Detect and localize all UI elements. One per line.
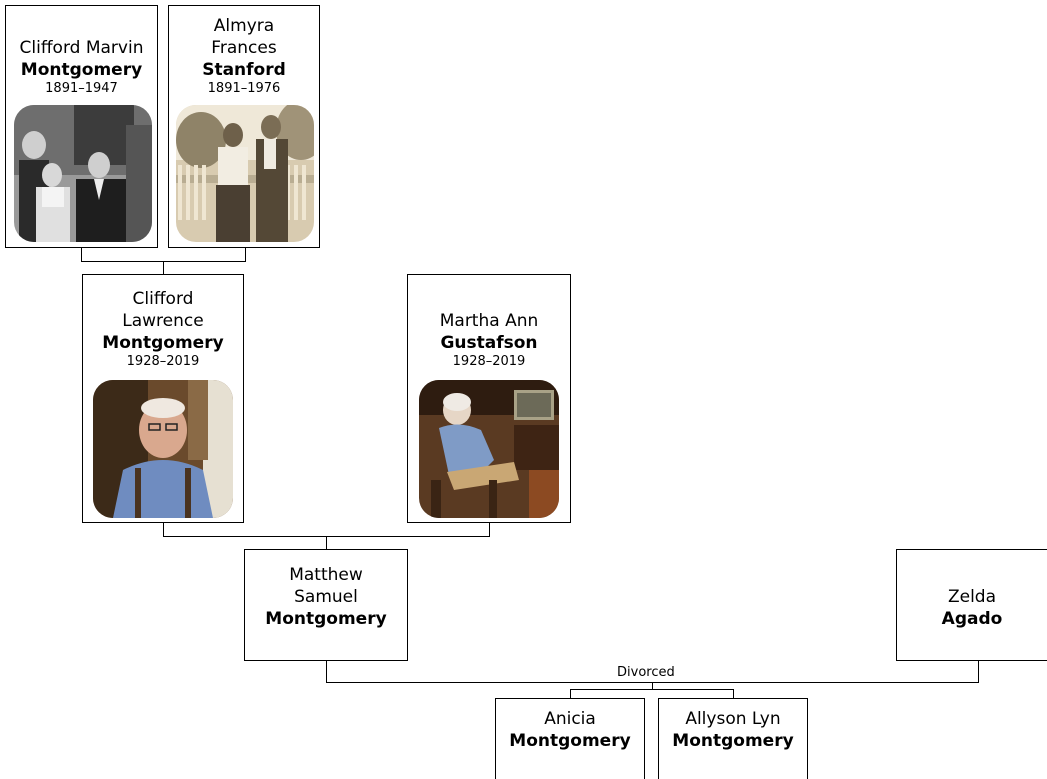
person-card-almyra[interactable]: Almyra Frances Stanford 1891–1976 — [168, 5, 320, 248]
given-name: Clifford — [132, 289, 194, 309]
surname: Agado — [941, 609, 1003, 629]
person-card-anicia[interactable]: Anicia Montgomery — [495, 698, 645, 779]
person-photo — [14, 105, 152, 242]
lifespan: 1928–2019 — [126, 354, 200, 369]
given-name: Matthew — [289, 565, 363, 585]
lifespan: 1891–1976 — [207, 81, 281, 96]
person-photo — [419, 380, 559, 518]
connector-line — [326, 536, 327, 549]
given-name: Frances — [211, 38, 277, 58]
surname: Gustafson — [440, 333, 538, 353]
person-card-clifford-lawrence[interactable]: Clifford Lawrence Montgomery 1928–2019 — [82, 274, 244, 523]
person-card-zelda[interactable]: Zelda Agado — [896, 549, 1047, 661]
divorced-label: Divorced — [617, 665, 675, 680]
person-photo — [93, 380, 233, 518]
connector-line — [652, 682, 653, 689]
connector-line — [733, 689, 734, 698]
given-name: Samuel — [294, 587, 358, 607]
connector-line — [570, 689, 571, 698]
person-card-clifford-marvin[interactable]: Clifford Marvin Montgomery 1891–1947 — [5, 5, 158, 248]
surname: Stanford — [202, 60, 286, 80]
connector-line — [163, 261, 164, 274]
person-card-matthew[interactable]: Matthew Samuel Montgomery — [244, 549, 408, 661]
given-name: Almyra — [213, 16, 275, 36]
surname: Montgomery — [102, 333, 224, 353]
lifespan: 1891–1947 — [45, 81, 118, 96]
connector-line — [163, 523, 164, 537]
given-name: Clifford Marvin — [19, 38, 144, 58]
given-name: Martha Ann — [439, 311, 539, 331]
surname: Montgomery — [265, 609, 387, 629]
person-card-martha[interactable]: Martha Ann Gustafson 1928–2019 — [407, 274, 571, 523]
person-card-allyson[interactable]: Allyson Lyn Montgomery — [658, 698, 808, 779]
given-name: Lawrence — [122, 311, 204, 331]
surname: Montgomery — [672, 731, 794, 751]
surname: Montgomery — [509, 731, 631, 751]
surname: Montgomery — [20, 60, 143, 80]
connector-line — [489, 523, 490, 537]
connector-line — [81, 248, 82, 262]
lifespan: 1928–2019 — [452, 354, 526, 369]
given-name: Allyson Lyn — [685, 709, 781, 729]
connector-line — [326, 661, 327, 683]
given-name: Zelda — [947, 587, 997, 607]
person-photo — [176, 105, 314, 242]
given-name: Anicia — [544, 709, 596, 729]
connector-line — [978, 661, 979, 683]
connector-line — [570, 689, 734, 690]
connector-line — [245, 248, 246, 262]
